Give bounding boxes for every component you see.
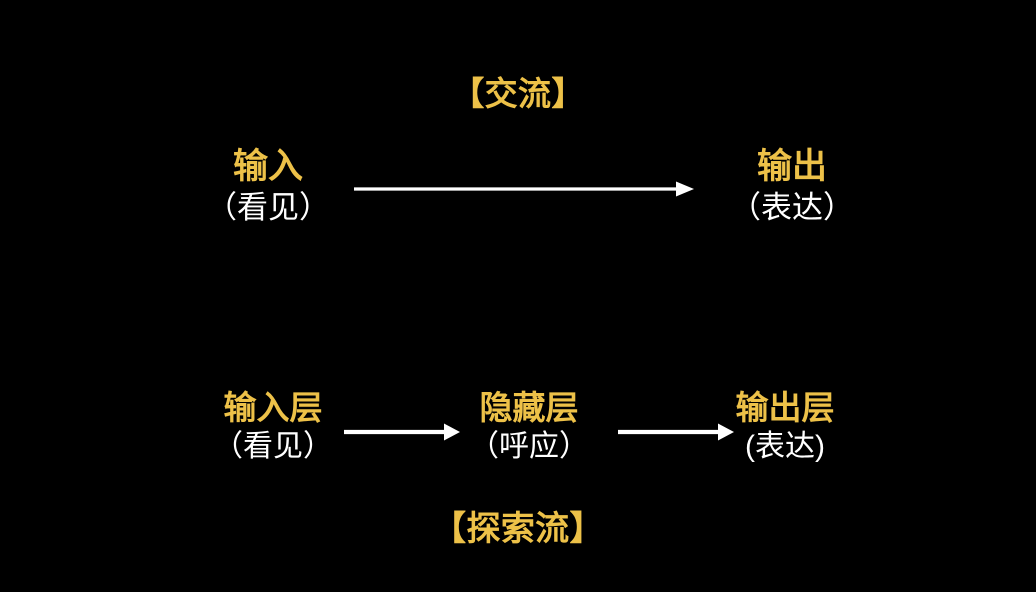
- node-hidden-layer-gloss: （呼应）: [469, 429, 589, 463]
- node-output-gloss: （表达）: [730, 190, 854, 226]
- arrow-right-icon-input-to-output: [354, 181, 694, 197]
- node-hidden-layer: 隐藏层 （呼应）: [424, 389, 634, 465]
- node-input-layer-gloss: （看见）: [213, 429, 333, 463]
- bottom-flow-title: 【探索流】: [432, 510, 604, 548]
- arrow-right-icon-hidden-to-output: [618, 423, 734, 441]
- node-hidden-layer-term: 隐藏层: [479, 389, 579, 426]
- node-output-layer-term: 输出层: [735, 389, 835, 426]
- node-output: 输出 （表达）: [692, 146, 892, 226]
- node-input-layer: 输入层 （看见）: [168, 389, 378, 465]
- arrow-right-icon-input-to-hidden: [344, 423, 460, 441]
- node-input-term: 输入: [232, 147, 303, 186]
- node-input: 输入 （看见）: [168, 146, 368, 226]
- top-flow-title: 【交流】: [451, 75, 585, 112]
- node-output-term: 输出: [756, 147, 827, 186]
- node-output-layer-gloss: (表达): [745, 429, 825, 463]
- node-input-gloss: （看见）: [206, 190, 330, 226]
- node-input-layer-term: 输入层: [223, 389, 323, 426]
- node-output-layer: 输出层 (表达): [680, 389, 890, 465]
